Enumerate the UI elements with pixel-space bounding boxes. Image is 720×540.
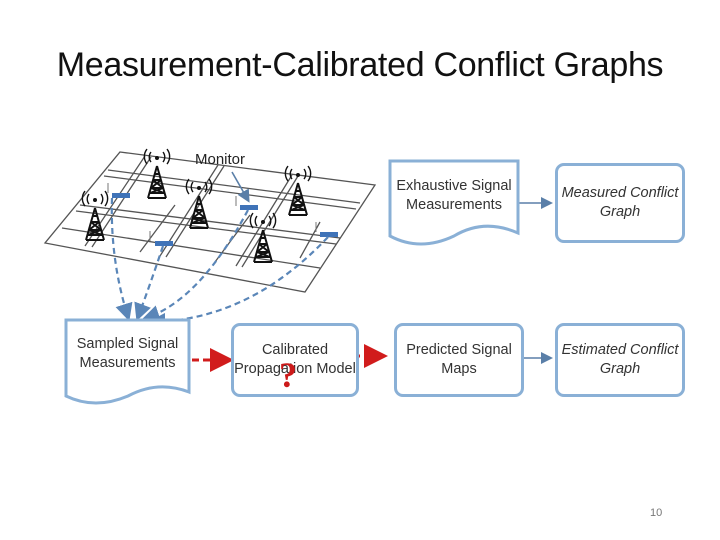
monitor-markers bbox=[112, 193, 338, 246]
monitor-label: Monitor bbox=[195, 151, 246, 168]
exhaustive-measurements-box: Exhaustive Signal Measurements bbox=[396, 178, 512, 213]
predicted-signal-maps-box: Predicted Signal Maps bbox=[394, 323, 524, 397]
sampled-doc-shape bbox=[64, 318, 191, 405]
page-number: 10 bbox=[650, 507, 663, 519]
sampled-measurements-box: Sampled Signal Measurements bbox=[76, 336, 179, 371]
measured-conflict-graph-box: Measured Conflict Graph bbox=[555, 163, 685, 243]
estimated-conflict-graph-box: Estimated Conflict Graph bbox=[555, 323, 685, 397]
sampling-arrows bbox=[110, 197, 329, 331]
calibrated-model-box: Calibrated Propagation Model bbox=[231, 323, 359, 397]
exhaustive-doc-shape bbox=[388, 159, 520, 246]
slide-title: Measurement-Calibrated Conflict Graphs bbox=[56, 46, 664, 84]
monitor-pointer-arrow bbox=[231, 171, 250, 203]
question-mark: ? bbox=[279, 355, 297, 395]
